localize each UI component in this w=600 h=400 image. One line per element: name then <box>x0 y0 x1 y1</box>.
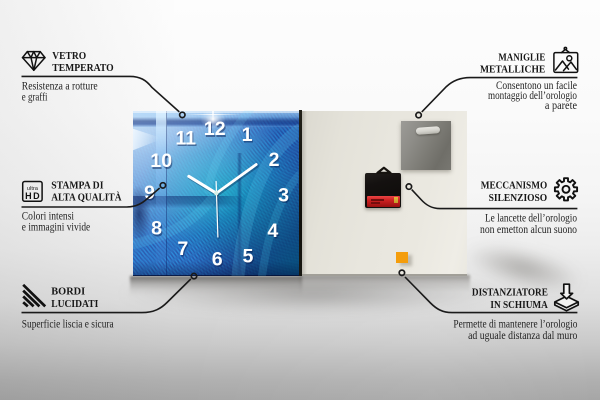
svg-text:11: 11 <box>176 129 197 151</box>
svg-text:9: 9 <box>145 184 156 206</box>
svg-text:TEMPERATO: TEMPERATO <box>52 63 113 74</box>
svg-text:METALLICHE: METALLICHE <box>480 64 545 75</box>
svg-text:6: 6 <box>212 248 223 270</box>
svg-text:LUCIDATI: LUCIDATI <box>51 299 98 310</box>
svg-text:Le lancette dell’orologio: Le lancette dell’orologio <box>485 212 577 225</box>
svg-text:e immagini vivide: e immagini vivide <box>22 220 90 233</box>
svg-text:12: 12 <box>204 118 226 140</box>
svg-text:1: 1 <box>243 126 254 148</box>
svg-text:3: 3 <box>278 185 289 207</box>
svg-text:BORDI: BORDI <box>51 287 85 298</box>
svg-text:MANIGLIE: MANIGLIE <box>498 52 545 63</box>
svg-text:Permette di mantenere l’orolog: Permette di mantenere l’orologio <box>453 318 577 331</box>
svg-text:11: 11 <box>175 127 196 149</box>
svg-text:non emetton alcun suono: non emetton alcun suono <box>480 223 577 236</box>
svg-text:7: 7 <box>177 238 188 260</box>
svg-text:2: 2 <box>270 151 281 173</box>
svg-text:7: 7 <box>178 240 189 262</box>
svg-text:1: 1 <box>242 124 253 146</box>
svg-text:8: 8 <box>152 219 163 241</box>
svg-text:Resistenza a rotture: Resistenza a rotture <box>22 79 98 92</box>
svg-text:SILENZIOSO: SILENZIOSO <box>489 193 548 204</box>
svg-text:ad uguale distanza dal muro: ad uguale distanza dal muro <box>468 329 577 342</box>
svg-text:8: 8 <box>151 218 162 240</box>
svg-text:10: 10 <box>150 150 172 172</box>
svg-text:9: 9 <box>144 182 155 204</box>
svg-text:VETRO: VETRO <box>52 51 86 62</box>
svg-text:4: 4 <box>267 220 278 242</box>
svg-text:a parete: a parete <box>545 99 577 112</box>
svg-text:DISTANZIATORE: DISTANZIATORE <box>472 288 548 299</box>
svg-text:10: 10 <box>151 152 173 174</box>
svg-text:ultra: ultra <box>27 186 38 192</box>
svg-text:5: 5 <box>243 247 254 269</box>
svg-text:Consentono un facile: Consentono un facile <box>496 79 577 92</box>
svg-text:Colori intensi: Colori intensi <box>22 210 74 223</box>
svg-text:e graffi: e graffi <box>22 90 48 103</box>
svg-text:HD: HD <box>25 191 40 201</box>
svg-text:Superficie liscia e sicura: Superficie liscia e sicura <box>22 317 114 330</box>
svg-text:6: 6 <box>213 250 224 272</box>
svg-text:STAMPA DI: STAMPA DI <box>51 180 103 191</box>
svg-text:2: 2 <box>269 149 280 171</box>
svg-text:3: 3 <box>279 186 290 208</box>
svg-text:12: 12 <box>205 120 227 142</box>
svg-text:4: 4 <box>268 222 279 244</box>
svg-text:ALTA QUALITÀ: ALTA QUALITÀ <box>51 192 122 204</box>
svg-text:montaggio dell’orologio: montaggio dell’orologio <box>488 89 577 102</box>
svg-text:MECCANISMO: MECCANISMO <box>481 181 548 192</box>
svg-text:IN SCHIUMA: IN SCHIUMA <box>490 300 548 311</box>
svg-text:5: 5 <box>242 246 253 268</box>
